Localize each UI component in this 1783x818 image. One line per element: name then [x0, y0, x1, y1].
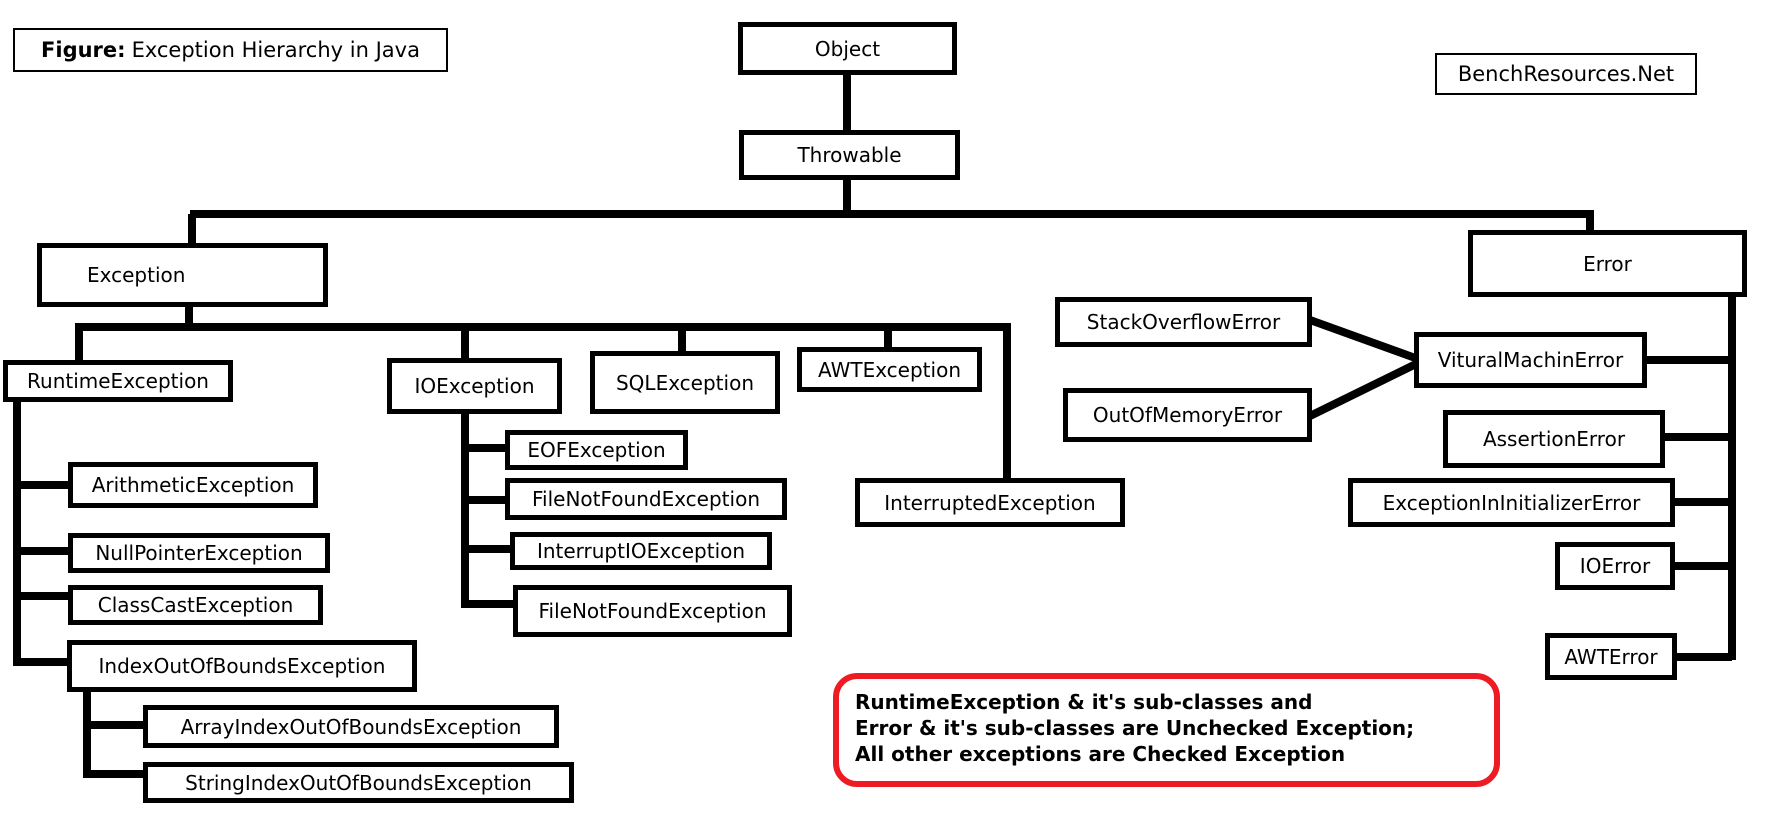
node-assertion-error: AssertionError: [1443, 410, 1665, 468]
connector-object-to-throwable: [843, 70, 851, 134]
node-out-of-memory-error: OutOfMemoryError: [1063, 388, 1312, 442]
connector-error-spine: [1728, 295, 1736, 660]
connector-throwable-to-mainline: [843, 178, 851, 214]
connector-exception-bottom: [185, 305, 193, 327]
node-exception: Exception: [37, 243, 328, 307]
connector-ioobe-connector: [13, 658, 69, 666]
figure-caption: Figure: Exception Hierarchy in Java: [13, 28, 448, 72]
connector-array-connector: [83, 721, 145, 729]
connector-arithmetic-connector: [13, 481, 70, 489]
node-runtime-exception: RuntimeException: [3, 360, 233, 402]
node-string-index-out-of-bounds-exception: StringIndexOutOfBoundsException: [143, 762, 574, 803]
connector-drop-to-interrupted: [1003, 325, 1011, 481]
brand-watermark: BenchResources.Net: [1435, 53, 1697, 95]
connector-main-horizontal: [190, 210, 1594, 218]
connector-filenotfound2-connector: [461, 600, 515, 608]
connector-drop-to-sqlexception: [678, 329, 686, 354]
connector-awterror-connector: [1675, 653, 1732, 661]
connector-vituralmachin-connector: [1645, 356, 1732, 364]
node-awt-error: AWTError: [1545, 633, 1677, 680]
connector-string-connector: [83, 770, 145, 778]
connector-assertion-connector: [1663, 433, 1732, 441]
note-line-2: Error & it's sub-classes are Unchecked E…: [855, 716, 1415, 740]
connector-runtime-spine: [13, 398, 21, 666]
node-class-cast-exception: ClassCastException: [68, 585, 323, 625]
figure-caption-prefix: Figure:: [41, 38, 126, 62]
node-object: Object: [738, 22, 957, 75]
node-vitural-machin-error: VituralMachinError: [1414, 332, 1647, 388]
node-exception-in-initializer-error: ExceptionInInitializerError: [1348, 478, 1675, 527]
node-index-out-of-bounds-exception: IndexOutOfBoundsException: [67, 640, 417, 692]
node-error: Error: [1468, 230, 1747, 297]
node-awt-exception: AWTException: [797, 347, 982, 392]
node-file-not-found-exception: FileNotFoundException: [505, 478, 787, 520]
connector-ioobe-spine: [83, 690, 91, 778]
node-null-pointer-exception: NullPointerException: [68, 533, 330, 573]
diagonal-outofmemory-to-vituralmachin: [1308, 359, 1420, 420]
node-file-not-found-exception-2: FileNotFoundException: [513, 585, 792, 637]
node-io-exception: IOException: [387, 358, 562, 414]
node-throwable: Throwable: [739, 130, 960, 180]
connector-filenotfound1-connector: [461, 496, 507, 504]
connector-drop-to-exception: [188, 214, 196, 246]
node-arithmetic-exception: ArithmeticException: [68, 462, 318, 508]
connector-eof-connector: [461, 444, 507, 452]
connector-nullpointer-connector: [13, 547, 70, 555]
figure-caption-text: Exception Hierarchy in Java: [131, 38, 420, 62]
connector-ioexception-spine: [461, 412, 469, 608]
node-sql-exception: SQLException: [590, 351, 780, 414]
node-interrupted-exception: InterruptedException: [855, 478, 1125, 527]
connector-drop-to-awtexception: [884, 329, 892, 350]
node-stack-overflow-error: StackOverflowError: [1055, 297, 1312, 347]
brand-text: BenchResources.Net: [1457, 62, 1675, 86]
diagonal-stackoverflow-to-vituralmachin: [1308, 316, 1420, 363]
node-io-error: IOError: [1555, 542, 1675, 590]
connector-drop-to-runtime: [75, 327, 83, 363]
connector-ioerror-connector: [1673, 562, 1732, 570]
connector-drop-to-ioexception: [461, 329, 469, 361]
node-eof-exception: EOFException: [505, 430, 688, 470]
connector-children-horizontal: [75, 323, 1011, 331]
connector-drop-to-error: [1586, 214, 1594, 234]
connector-excininit-connector: [1673, 498, 1732, 506]
connector-interruptio-connector: [461, 545, 512, 553]
note-line-1: RuntimeException & it's sub-classes and: [855, 690, 1313, 714]
note-line-3: All other exceptions are Checked Excepti…: [855, 742, 1346, 766]
node-array-index-out-of-bounds-exception: ArrayIndexOutOfBoundsException: [143, 705, 559, 748]
node-interrupt-io-exception: InterruptIOException: [510, 532, 772, 570]
connector-classcast-connector: [13, 592, 70, 600]
